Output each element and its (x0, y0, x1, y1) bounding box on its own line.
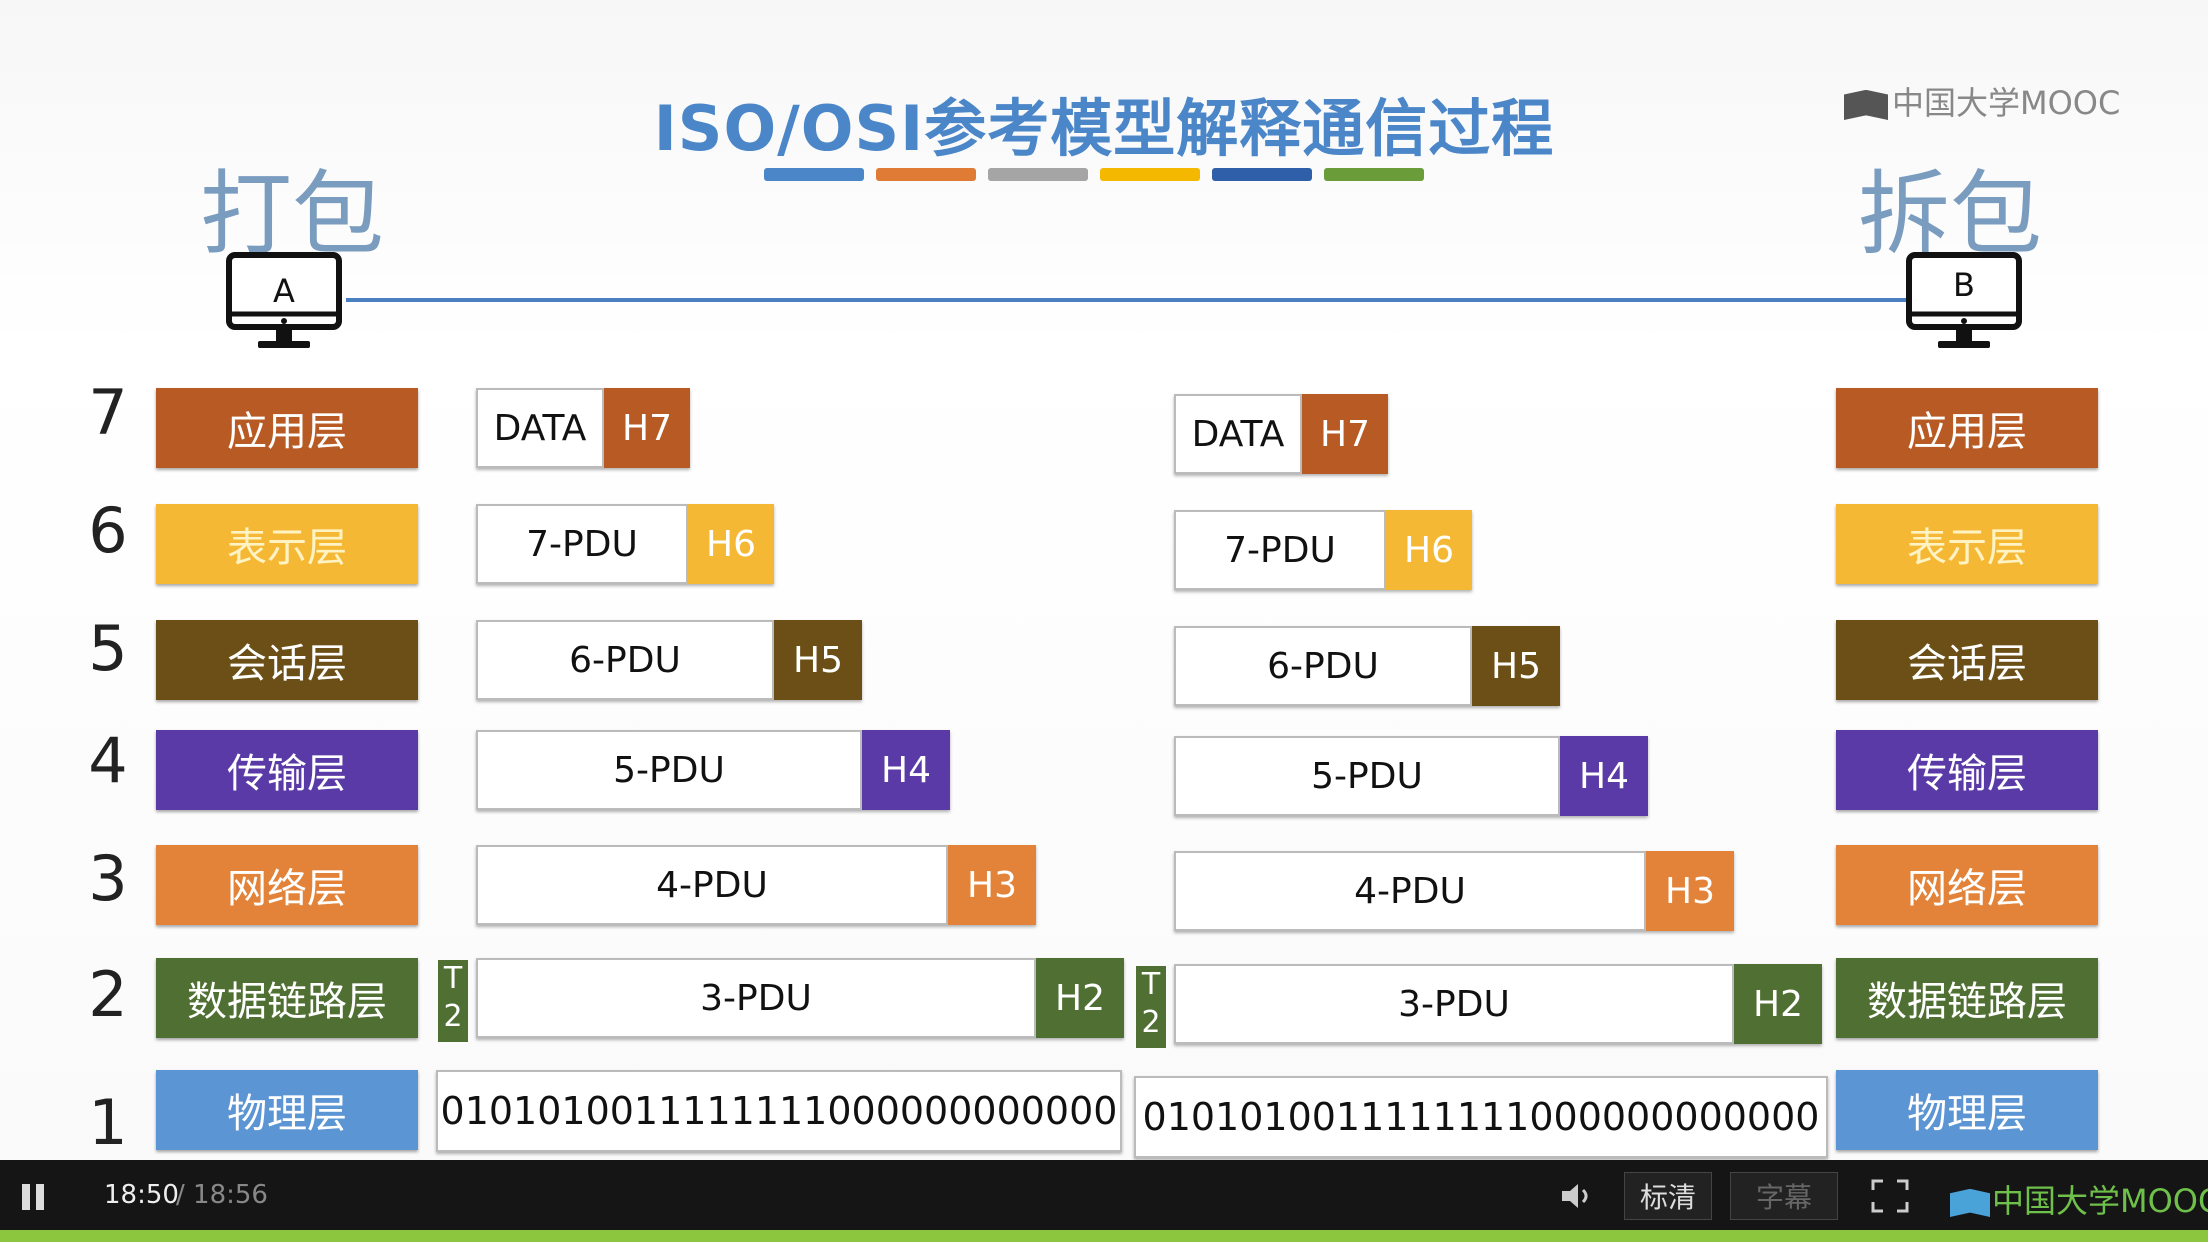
slide: ISO/OSI参考模型解释通信过程 中国大学MOOC 打包 拆包 A B 7 应用… (0, 0, 2208, 1160)
layer-box-right: 应用层 (1836, 388, 2098, 468)
pdu-trailer: T 2 (1136, 966, 1166, 1048)
title-bar-segment (1100, 168, 1200, 181)
layer-box-left: 网络层 (156, 845, 418, 925)
pdu-body: DATA (476, 388, 604, 468)
layer-number: 3 (88, 842, 128, 915)
slide-title: ISO/OSI参考模型解释通信过程 (653, 92, 1555, 165)
watermark-text: 中国大学MOOC (1892, 84, 2121, 122)
pdu-header: H7 (1302, 394, 1388, 474)
current-time: 18:50 (104, 1180, 179, 1210)
book-icon (1844, 90, 1888, 120)
pack-label: 打包 (200, 161, 385, 268)
progress-bar[interactable] (0, 1230, 2208, 1242)
layer-number: 2 (88, 958, 128, 1031)
layer-box-right: 会话层 (1836, 620, 2098, 700)
pdu-header: H3 (1646, 851, 1734, 931)
book-icon (1950, 1189, 1990, 1217)
title-bar-segment (876, 168, 976, 181)
layer-number: 4 (88, 724, 128, 797)
title-bar-segment (988, 168, 1088, 181)
fullscreen-button[interactable] (1870, 1178, 1910, 1214)
layer-box-left: 应用层 (156, 388, 418, 468)
layer-number: 7 (88, 376, 128, 449)
video-player-bar: 18:50 / 18:56 标清 字幕 中国大学MOOC (0, 1160, 2208, 1230)
pdu-body: 4-PDU (476, 845, 948, 925)
pdu-body: DATA (1174, 394, 1302, 474)
layer-number: 5 (88, 612, 128, 685)
pdu-header: H5 (774, 620, 862, 700)
layer-box-right: 表示层 (1836, 504, 2098, 584)
pdu-body: 5-PDU (476, 730, 862, 810)
quality-button[interactable]: 标清 (1624, 1172, 1712, 1220)
volume-icon (1562, 1184, 1588, 1208)
pdu-header: H2 (1036, 958, 1124, 1038)
host-a-label: A (273, 272, 295, 310)
layer-box-right: 数据链路层 (1836, 958, 2098, 1038)
layer-box-right: 物理层 (1836, 1070, 2098, 1150)
title-bar-segment (764, 168, 864, 181)
total-time: / 18:56 (176, 1180, 268, 1210)
pdu-body: 5-PDU (1174, 736, 1560, 816)
pause-button[interactable] (20, 1184, 46, 1210)
host-b-label: B (1953, 266, 1975, 304)
layer-box-left: 会话层 (156, 620, 418, 700)
bitstream-right: 0101010011111111000000000000 (1134, 1076, 1828, 1158)
network-link (346, 298, 1906, 302)
pdu-body: 3-PDU (476, 958, 1036, 1038)
bitstream-left: 0101010011111111000000000000 (436, 1070, 1122, 1152)
pdu-body: 7-PDU (476, 504, 688, 584)
layer-box-left: 物理层 (156, 1070, 418, 1150)
pdu-header: H4 (862, 730, 950, 810)
computer-b-icon: B (1906, 252, 2022, 348)
pdu-header: H6 (1386, 510, 1472, 590)
layer-box-left: 传输层 (156, 730, 418, 810)
layer-box-left: 表示层 (156, 504, 418, 584)
pdu-body: 6-PDU (476, 620, 774, 700)
pdu-body: 7-PDU (1174, 510, 1386, 590)
pdu-header: H6 (688, 504, 774, 584)
layer-box-right: 网络层 (1836, 845, 2098, 925)
volume-button[interactable] (1560, 1180, 1596, 1212)
layer-number: 6 (88, 494, 128, 567)
fullscreen-icon (1871, 1179, 1909, 1213)
layer-box-right: 传输层 (1836, 730, 2098, 810)
title-bar-segment (1212, 168, 1312, 181)
pause-icon-bar (36, 1184, 44, 1210)
pdu-header: H3 (948, 845, 1036, 925)
pdu-body: 6-PDU (1174, 626, 1472, 706)
pdu-trailer: T 2 (438, 960, 468, 1042)
layer-box-left: 数据链路层 (156, 958, 418, 1038)
pdu-body: 3-PDU (1174, 964, 1734, 1044)
pdu-header: H2 (1734, 964, 1822, 1044)
pdu-body: 4-PDU (1174, 851, 1646, 931)
pause-icon (22, 1184, 30, 1210)
subtitle-button[interactable]: 字幕 (1730, 1172, 1838, 1220)
pdu-header: H7 (604, 388, 690, 468)
mooc-logo: 中国大学MOOC (1950, 1176, 2208, 1222)
pdu-header: H5 (1472, 626, 1560, 706)
unpack-label: 拆包 (1858, 161, 2043, 268)
layer-number: 1 (88, 1086, 128, 1159)
computer-a-icon: A (226, 252, 342, 348)
mooc-watermark: 中国大学MOOC (1844, 78, 2120, 124)
logo-text: 中国大学MOOC (1992, 1182, 2208, 1220)
pdu-header: H4 (1560, 736, 1648, 816)
title-bar-segment (1324, 168, 1424, 181)
